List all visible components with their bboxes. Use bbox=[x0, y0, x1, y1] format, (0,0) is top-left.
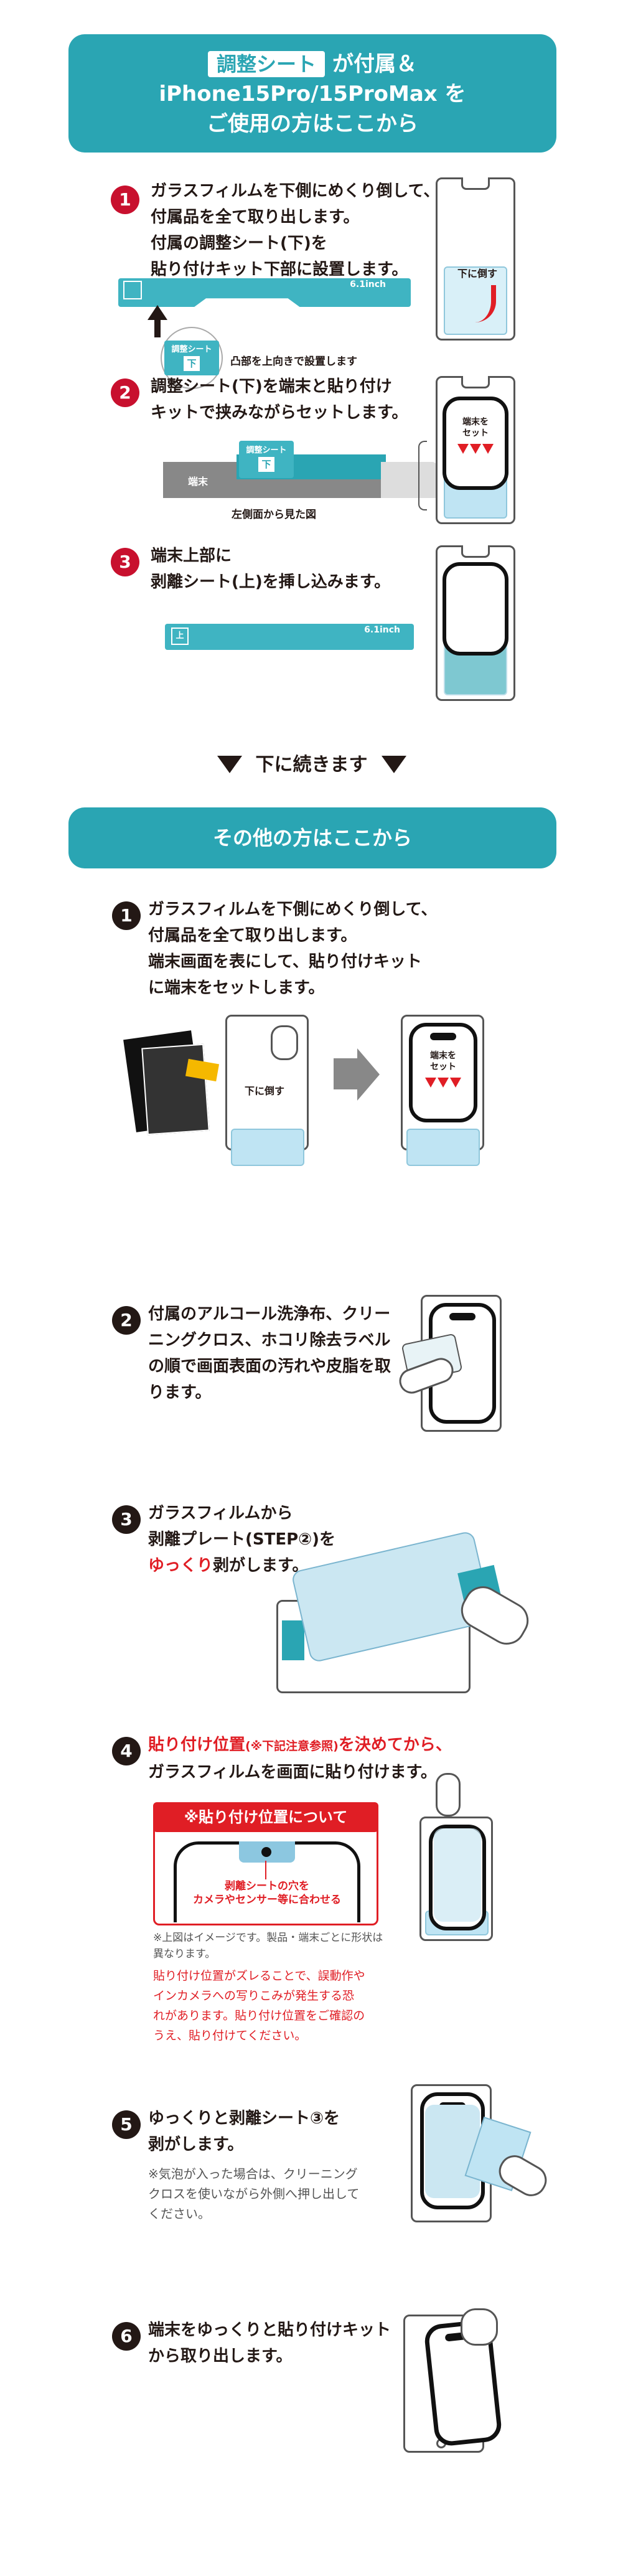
step-b5-note: ※気泡が入った場合は、クリーニング クロスを使いながら外側へ押し出して ください… bbox=[148, 2166, 360, 2221]
step-b6-number: 6 bbox=[112, 2322, 141, 2351]
kit-frame-b1-left: 下に倒す bbox=[225, 1015, 309, 1166]
curved-arrow-icon bbox=[475, 285, 496, 322]
step-b1-number: 1 bbox=[112, 901, 141, 930]
step-a3-number: 3 bbox=[111, 548, 139, 576]
zoom-circle: 調整シート 下 bbox=[161, 327, 223, 389]
caution-title: ※貼り付け位置について bbox=[153, 1802, 378, 1832]
sheet-size: 6.1inch bbox=[350, 280, 386, 289]
step-a2-number: 2 bbox=[111, 378, 139, 407]
step-a1-text: ガラスフィルムを下側にめくり倒して、 付属品を全て取り出します。 付属の調整シー… bbox=[151, 182, 440, 279]
caution-warning: 貼り付け位置がズレることで、誤動作や インカメラへの写りこみが発生する恐 れがあ… bbox=[153, 1969, 365, 2042]
header-banner-others: その他の方はここから bbox=[68, 807, 556, 868]
hand-icon bbox=[436, 1773, 461, 1817]
step-a3-text: 端末上部に 剥離シート(上)を挿し込みます。 bbox=[151, 547, 391, 591]
down-arrow-icon bbox=[217, 755, 242, 773]
adjustment-sheet-tag: 調整シート bbox=[207, 51, 325, 77]
step-b1-text: ガラスフィルムを下側にめくり倒して、 付属品を全て取り出します。 端末画面を表に… bbox=[148, 900, 438, 997]
header-banner-15pro: 調整シートが付属＆ iPhone15Pro/15ProMax を ご使用の方はこ… bbox=[68, 34, 556, 153]
step-b4-number: 4 bbox=[112, 1737, 141, 1765]
kit-frame-a3 bbox=[436, 545, 515, 701]
set-device-label: 端末を セット bbox=[462, 417, 489, 438]
caution-box: ※貼り付け位置について 剥離シートの穴を カメラやセンサー等に合わせる bbox=[153, 1802, 378, 1925]
sheet-mark-box bbox=[123, 281, 142, 299]
adjustment-sheet-illustration: 6.1inch bbox=[118, 278, 411, 307]
step-b3-number: 3 bbox=[112, 1505, 141, 1534]
continue-indicator: 下に続きます bbox=[0, 749, 623, 776]
banner-line-3: ご使用の方はここから bbox=[207, 111, 418, 136]
step-b5-number: 5 bbox=[112, 2110, 141, 2139]
step-a2-text: 調整シート(下)を端末と貼り付け キットで挟みながらセットします。 bbox=[151, 377, 408, 422]
hand-icon bbox=[461, 2308, 498, 2346]
banner-line-1: 調整シートが付属＆ bbox=[68, 49, 556, 79]
step-b2-text: 付属のアルコール洗浄布、クリー ニングクロス、ホコリ除去ラベル の順で画面表面の… bbox=[148, 1305, 391, 1402]
kit-frame-a2: 端末を セット bbox=[436, 376, 515, 524]
step-b6-text: 端末をゆっくりと貼り付けキット から取り出します。 bbox=[148, 2321, 391, 2366]
adjustment-sheet-card: 調整シート 下 bbox=[239, 441, 294, 478]
step-a2-caption: 左側面から見た図 bbox=[232, 509, 316, 521]
step-b3-text: ガラスフィルムから 剥離プレート(STEP②)を ゆっくり剥がします。 bbox=[148, 1504, 336, 1575]
step-a1-number: 1 bbox=[111, 186, 139, 214]
kit-frame-b1-right: 端末を セット bbox=[401, 1015, 484, 1166]
release-sheet-top: 上 6.1inch bbox=[165, 624, 414, 650]
step-b2-number: 2 bbox=[112, 1306, 141, 1335]
up-arrow-icon bbox=[148, 305, 167, 320]
step-b4-text: 貼り付け位置(※下記注意参照)を決めてから、 ガラスフィルムを画面に貼り付けます… bbox=[148, 1736, 452, 1782]
step-b5-text: ゆっくりと剥離シート③を 剥がします。 bbox=[148, 2109, 340, 2154]
kit-frame-b4 bbox=[419, 1817, 493, 1941]
down-arrow-icon bbox=[381, 755, 406, 773]
step-a1-caption: 凸部を上向きで設置します bbox=[230, 355, 357, 368]
right-arrow-icon bbox=[334, 1058, 358, 1089]
caution-note: ※上図はイメージです。製品・端末ごとに形状は 異なります。 bbox=[153, 1932, 383, 1960]
application-kit-frame: 下に倒す bbox=[436, 177, 515, 341]
fold-down-label: 下に倒す bbox=[457, 268, 498, 280]
banner-line-2: iPhone15Pro/15ProMax を bbox=[159, 82, 466, 106]
